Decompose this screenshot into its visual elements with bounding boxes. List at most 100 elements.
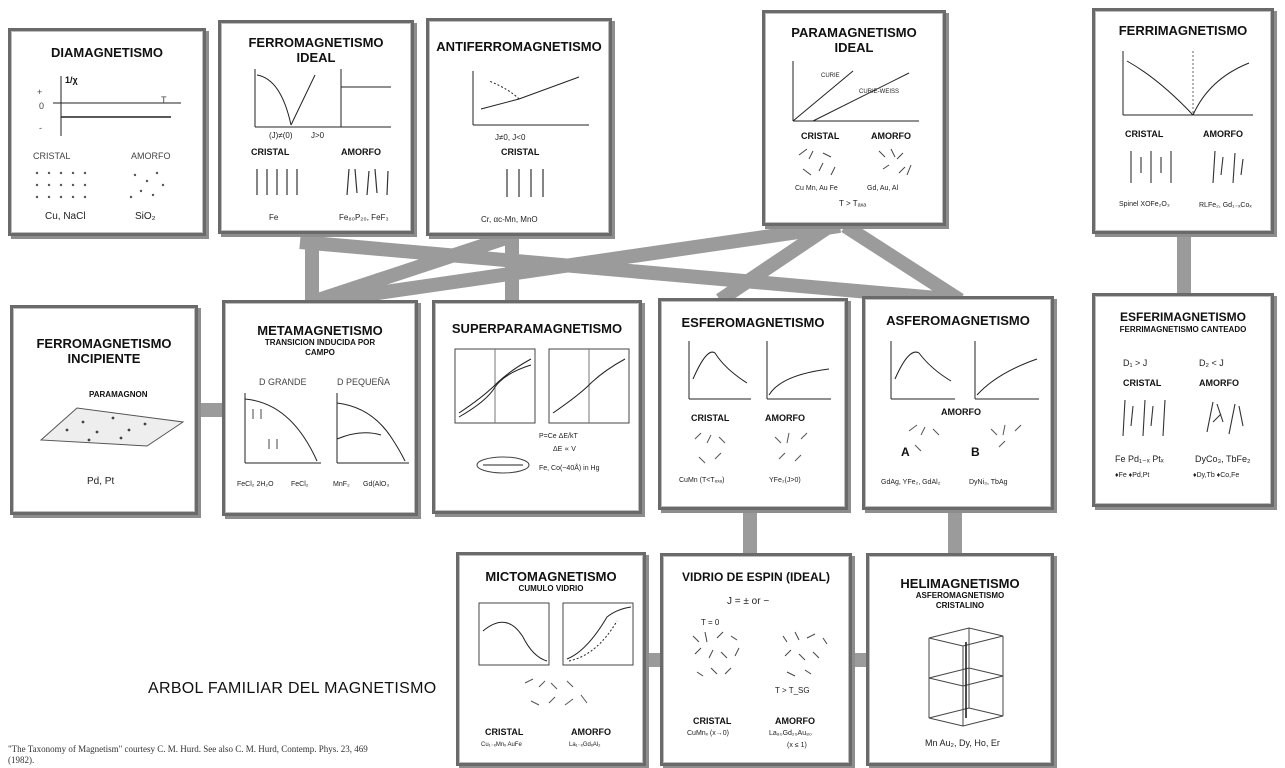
box-title: FERRIMAGNETISMO [1118, 23, 1248, 38]
box-title: FERROMAGNETISMO IDEAL [248, 35, 384, 65]
label-amorph: AMORFO [941, 407, 981, 417]
link-para-to-superpara [328, 219, 842, 307]
equation-exchange: J = ± or − [727, 596, 770, 607]
legend-crystal: ♦Fe ♦Pd,Pt [1115, 472, 1150, 479]
box-metamagnetismo: METAMAGNETISMO TRANSICION INDUCIDA POR C… [222, 300, 418, 516]
material-amorph: Gd, Au, Al [867, 185, 899, 192]
material-amorph-condition: (x ≤ 1) [787, 742, 807, 749]
box-title: ESFEROMAGNETISMO [681, 315, 825, 330]
material-crystal: Fe Pd₁₋ₓ Ptₓ [1115, 454, 1164, 464]
material: Mn Au₂, Dy, Ho, Er [925, 738, 1000, 748]
box-esferimagnetismo: ESFERIMAGNETISMO FERRIMAGNETISMO CANTEAD… [1092, 293, 1274, 507]
box-subtitle: FERRIMAGNETISMO CANTEADO [1119, 325, 1247, 334]
label-crystal: CRISTAL [251, 147, 290, 157]
label-d-pequena: D PEQUEÑA [337, 377, 391, 387]
material-crystal: Spinel XOFe₂O₃ [1119, 201, 1170, 208]
material-crystal: Cu Mn, Au Fe [795, 185, 838, 192]
material-a: GdAg, YFe₂, GdAl₂ [881, 479, 941, 486]
box-title: MICTOMAGNETISMO [485, 569, 617, 584]
spin-arrows [798, 148, 912, 176]
condition-amorph: D₂ < J [1199, 358, 1224, 368]
equation-probability: P=Ce ΔE/kT [539, 433, 578, 440]
box-esferomagnetismo: ESFEROMAGNETISMO CRISTAL AMORFO CuMn (T<… [658, 298, 848, 510]
label-crystal: CRISTAL [501, 147, 540, 157]
spin-clusters [524, 678, 588, 706]
material-crystal: Cr, αc-Mn, MnO [481, 215, 538, 224]
spin-arrows [506, 169, 544, 197]
material-amorph: Fe₈₀P₂₀, FeF₃ [339, 213, 389, 222]
note-j: J≠0, J<0 [495, 133, 526, 142]
spin-clusters [908, 424, 1022, 452]
susceptibility-graph [792, 61, 919, 122]
box-ferrimagnetismo: FERRIMAGNETISMO CRISTAL AMORFO Spinel XO… [1092, 8, 1274, 234]
susceptibility-graphs [688, 341, 831, 400]
susceptibility-graph [1122, 51, 1253, 116]
label-crystal: CRISTAL [1123, 378, 1162, 388]
label-amorph: AMORFO [1203, 129, 1243, 139]
susceptibility-graphs [890, 341, 1039, 400]
label-amorph: AMORFO [775, 716, 815, 726]
box-paramagnetismo-ideal: PARAMAGNETISMO IDEAL CURIE CURIE-WEISS C… [762, 10, 946, 226]
box-title: SUPERPARAMAGNETISMO [451, 321, 623, 336]
box-asferomagnetismo: ASFEROMAGNETISMO AMORFO A B GdAg, YFe₂, … [862, 296, 1054, 510]
box-subtitle: TRANSICION INDUCIDA POR CAMPO [264, 338, 376, 357]
box-title: HELIMAGNETISMO [900, 576, 1020, 591]
material-3: MnF₂ [333, 481, 350, 488]
label-amorph: AMORFO [871, 131, 911, 141]
spin-clusters [694, 432, 808, 464]
box-vidrio-de-espin: VIDRIO DE ESPIN (IDEAL) J = ± or − T = 0… [660, 553, 852, 766]
material-amorph: DyCo₃, TbFe₂ [1195, 454, 1251, 464]
label-amorph: AMORFO [1199, 378, 1239, 388]
particle-sketch [476, 456, 530, 474]
label-crystal: CRISTAL [691, 413, 730, 423]
page-title: ARBOL FAMILIAR DEL MAGNETISMO [148, 680, 437, 697]
magnetization-curves [454, 348, 630, 424]
phase-diagram-sketch [244, 393, 409, 464]
box-title: DIAMAGNETISMO [51, 45, 163, 60]
label-a: A [901, 445, 910, 459]
box-title: VIDRIO DE ESPIN (IDEAL) [681, 570, 830, 584]
material-amorph: La₈₀Gd₂₀Au₈₀ [769, 730, 812, 737]
axis-zero: 0 [39, 101, 45, 111]
material: Fe, Co(~40Å) in Hg [539, 465, 600, 472]
box-ferromagnetismo-ideal: FERROMAGNETISMO IDEAL (J)≠(0) J>0 CRISTA… [218, 20, 414, 234]
curve-label-curie: CURIE [821, 73, 840, 79]
label-crystal: CRISTAL [801, 131, 840, 141]
y-axis-label: 1/χ [65, 75, 78, 85]
box-title: ASFEROMAGNETISMO [886, 313, 1030, 328]
label-crystal: CRISTAL [33, 151, 71, 161]
box-title: ESFERIMAGNETISMO [1119, 310, 1246, 324]
box-mictomagnetismo: MICTOMAGNETISMO CUMULO VIDRIO CRISTAL AM… [456, 552, 646, 766]
axis-plus: + [37, 87, 43, 97]
label-crystal: CRISTAL [1125, 129, 1164, 139]
material-b: DyNi₃, TbAg [969, 479, 1008, 486]
link-para-to-esfero [716, 220, 834, 306]
label-b: B [971, 445, 980, 459]
axis-minus: - [39, 123, 42, 133]
material-amorph: La₁₋ₓGdₓAl₂ [569, 742, 601, 748]
spin-arrows [692, 631, 828, 677]
susceptibility-graph [53, 76, 181, 136]
box-diamagnetismo: DIAMAGNETISMO + 0 - 1/χ T CRISTAL AMORFO… [8, 28, 206, 236]
susceptibility-graph [254, 69, 391, 128]
box-subtitle: ASFEROMAGNETISMO CRISTALINO [915, 591, 1005, 610]
box-title: ANTIFERROMAGNETISMO [436, 39, 602, 54]
paramagnon-sketch [39, 407, 185, 447]
spin-arrows [1130, 150, 1244, 184]
box-antiferromagnetismo: ANTIFERROMAGNETISMO J≠0, J<0 CRISTAL Cr,… [426, 18, 612, 236]
material-crystal: Fe [269, 213, 279, 222]
label-crystal: CRISTAL [485, 727, 524, 737]
x-axis-label: T [161, 95, 167, 105]
material-crystal: CuMnₓ (x→0) [687, 730, 729, 737]
condition-crystal: D₁ > J [1123, 358, 1148, 368]
equation-energy: ΔE ∝ V [553, 446, 576, 453]
material-2: FeCl₂ [291, 481, 309, 488]
helical-lattice [928, 627, 1004, 727]
material-4: Gd(AlO₃ [363, 481, 390, 488]
box-title: PARAMAGNETISMO IDEAL [791, 25, 917, 55]
susceptibility-graphs [478, 602, 634, 666]
link-ferro-to-asfero [299, 235, 961, 307]
spin-arrows [1122, 399, 1244, 437]
material-amorph: SiO₂ [135, 211, 156, 222]
